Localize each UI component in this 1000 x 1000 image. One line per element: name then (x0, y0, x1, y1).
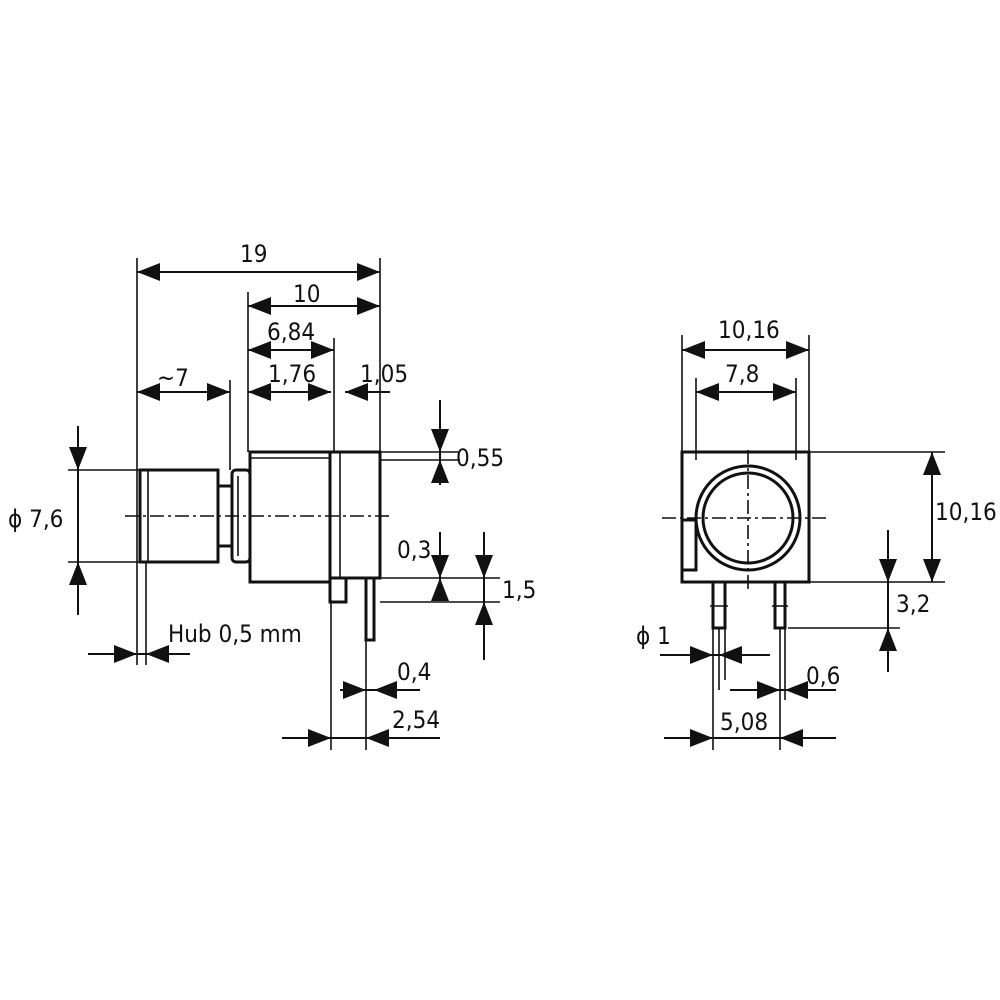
dim-254: 2,54 (392, 706, 440, 734)
dim-03: 0,3 (397, 536, 431, 564)
dim-overall-length: 19 (240, 240, 267, 268)
dim-front-height: 10,16 (935, 498, 997, 526)
front-pin-left (711, 580, 727, 630)
dim-front-width: 10,16 (718, 316, 780, 344)
housing-rear (328, 450, 382, 580)
dim-diameter: ϕ 7,6 (8, 505, 63, 533)
front-pin-right (773, 580, 787, 630)
dim-pin-height: 3,2 (896, 590, 930, 618)
pin (364, 576, 376, 642)
front-side-tab (680, 518, 698, 572)
housing-front (248, 450, 332, 584)
dim-body-length: 10 (293, 280, 320, 308)
dim-pin-spacing: 5,08 (720, 708, 768, 736)
dim-stroke: Hub 0,5 mm (168, 620, 302, 648)
dim-length-684: 6,84 (267, 318, 315, 346)
front-housing (680, 450, 811, 584)
dim-04: 0,4 (397, 658, 431, 686)
dim-plunger-length: ~7 (157, 364, 189, 392)
dim-length-105: 1,05 (360, 360, 408, 388)
front-view: 10,16 7,8 10,16 3,2 ϕ 1 0,6 5,08 (636, 316, 997, 750)
dim-pin-diameter: ϕ 1 (636, 622, 671, 650)
mounting-tab (328, 578, 348, 604)
dim-front-inner-width: 7,8 (725, 360, 759, 388)
dim-15: 1,5 (502, 576, 536, 604)
dim-055: 0,55 (456, 444, 504, 472)
dim-length-176: 1,76 (268, 360, 316, 388)
side-view: 19 10 6,84 ~7 1,76 1,05 ϕ 7,6 (8, 240, 536, 750)
dim-pin-width: 0,6 (806, 662, 840, 690)
